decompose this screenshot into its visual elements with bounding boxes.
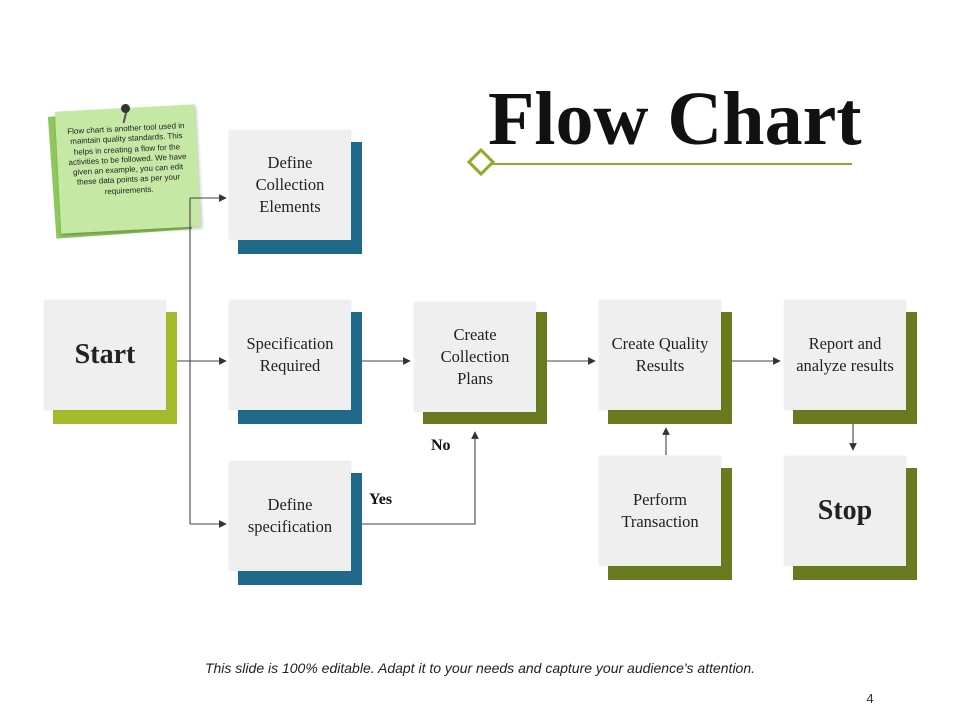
node-start: Start (44, 300, 166, 410)
node-quality-results: Create Quality Results (599, 300, 721, 410)
node-define-collection-label: Define Collection Elements (255, 153, 325, 216)
node-create-plans: Create Collection Plans (414, 302, 536, 412)
edge-label-no: No (431, 437, 451, 454)
pin-icon (121, 104, 130, 113)
node-report: Report and analyze results (784, 300, 906, 410)
node-report-label: Report and analyze results (796, 334, 894, 375)
node-define-spec-label: Define specification (247, 495, 333, 536)
node-start-label: Start (74, 339, 136, 370)
page-title: Flow Chart (488, 77, 862, 161)
node-spec-required: Specification Required (229, 300, 351, 410)
node-define-collection: Define Collection Elements (229, 130, 351, 240)
node-quality-results-label: Create Quality Results (611, 334, 709, 375)
node-perform: Perform Transaction (599, 456, 721, 566)
node-stop-label: Stop (817, 495, 873, 526)
node-create-plans-label: Create Collection Plans (440, 325, 510, 388)
connector-yes-path (361, 431, 479, 525)
node-perform-label: Perform Transaction (621, 490, 699, 531)
node-spec-required-label: Specification Required (246, 334, 334, 375)
page-number: 4 (866, 691, 874, 706)
title-underline (484, 163, 852, 165)
footer-text: This slide is 100% editable. Adapt it to… (204, 660, 756, 676)
node-stop: Stop (784, 456, 906, 566)
edge-label-yes: Yes (369, 491, 393, 508)
node-define-spec: Define specification (229, 461, 351, 571)
